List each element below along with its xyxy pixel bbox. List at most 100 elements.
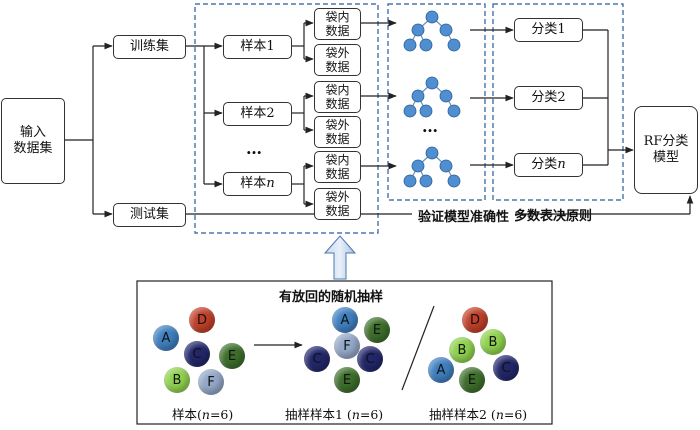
sample-ball-e: E: [459, 367, 485, 393]
sample-ball-b: B: [164, 367, 190, 393]
bag-in-n-box: 袋内数据: [314, 151, 361, 183]
sample-1-suffix: 1: [266, 39, 275, 54]
tree-1: [403, 10, 461, 52]
test-set-box: 测试集: [113, 203, 186, 227]
class-1-suffix: 1: [557, 22, 566, 37]
tree-node: [411, 159, 425, 173]
sample-ball-a: A: [153, 325, 179, 351]
class-2-prefix: 分类: [531, 90, 558, 105]
class-n-box: 分类n: [514, 153, 583, 177]
group3-label-n: n: [495, 407, 504, 422]
class-n-suffix: n: [557, 157, 566, 172]
tree-node: [419, 174, 433, 188]
train-set-box: 训练集: [113, 35, 186, 59]
input-dataset-box: 输入数据集: [1, 98, 65, 184]
classes-dashed-group: [492, 3, 624, 201]
tree-node: [403, 174, 417, 188]
group1-label-text: 样本(: [172, 407, 202, 422]
sample-n-suffix: n: [266, 176, 275, 191]
sample-ball-e: E: [219, 343, 245, 369]
tree-node: [447, 104, 461, 118]
trees-ellipsis: …: [422, 117, 438, 136]
bag-in-n-line1: 袋内: [325, 153, 350, 167]
rf-model-box: RF分类模型: [634, 106, 698, 194]
sample-ball-d: D: [189, 307, 215, 333]
sampling-up-arrow: [323, 235, 357, 280]
train-to-samples: [186, 42, 223, 188]
sampling-frame: [136, 280, 553, 425]
sample-ball-c: C: [184, 341, 210, 367]
verify-label: 验证模型准确性: [412, 206, 516, 225]
classes-to-rf: [583, 29, 634, 166]
tree-node: [439, 89, 453, 103]
rf-line1: RF分类: [643, 134, 689, 149]
bag-in-n-line2: 数据: [325, 167, 350, 181]
vote-label: 多数表决原则: [514, 209, 593, 224]
class-1-prefix: 分类: [531, 22, 558, 37]
group3-label: 抽样样本2 (n=6): [429, 404, 527, 423]
sample-ball-c: C: [304, 346, 330, 372]
test-label: 测试集: [129, 207, 169, 222]
sample-ball-e: E: [364, 317, 390, 343]
group1-label: 样本(n=6): [172, 404, 233, 423]
rf-line2: 模型: [652, 150, 679, 165]
sample-ball-c: C: [357, 346, 383, 372]
sample-1-prefix: 样本: [240, 39, 267, 54]
tree-node: [425, 10, 439, 24]
group3-label-text: 抽样样本2 (: [429, 407, 496, 422]
class-2-suffix: 2: [557, 90, 566, 105]
trees-dashed-group: [387, 3, 486, 201]
sample-2-suffix: 2: [266, 106, 275, 121]
bag-out-1-line2: 数据: [325, 60, 350, 74]
tree-node: [419, 38, 433, 52]
tree-node: [425, 76, 439, 90]
bag-in-2-line2: 数据: [325, 97, 350, 111]
bag-out-2-line1: 袋外: [325, 118, 350, 132]
sample-n-prefix: 样本: [240, 176, 267, 191]
sample-ball-a: A: [428, 357, 454, 383]
sample-ball-e: E: [334, 367, 360, 393]
samples-ellipsis: …: [246, 139, 262, 158]
bag-in-1-line2: 数据: [325, 24, 350, 38]
samples-to-bags: [292, 19, 314, 208]
group2-label-eq: =6): [359, 407, 384, 422]
tree-node: [403, 38, 417, 52]
train-label: 训练集: [129, 39, 169, 54]
sample-2-prefix: 样本: [240, 106, 267, 121]
tree-node: [411, 89, 425, 103]
sample-ball-f: F: [334, 333, 360, 359]
tree-node: [419, 104, 433, 118]
tree-node: [411, 23, 425, 37]
samples-dashed-group: [194, 3, 379, 234]
group2-label: 抽样样本1 (n=6): [285, 404, 383, 423]
group1-label-n: n: [201, 407, 210, 422]
group1-label-eq: =6): [209, 407, 234, 422]
input-connectors: [65, 42, 113, 218]
class-n-prefix: 分类: [531, 157, 558, 172]
sample-ball-c: C: [493, 355, 519, 381]
bags-to-trees: [361, 19, 397, 170]
tree-3: [403, 146, 461, 188]
bag-out-1-box: 袋外数据: [314, 44, 361, 76]
tree-node: [403, 104, 417, 118]
class-1-box: 分类1: [514, 18, 583, 42]
bag-out-n-line1: 袋外: [325, 190, 350, 204]
bag-in-2-box: 袋内数据: [314, 81, 361, 113]
tree-node: [447, 174, 461, 188]
sample-ball-a: A: [332, 307, 358, 333]
bag-out-n-line2: 数据: [325, 204, 350, 218]
tree-node: [439, 23, 453, 37]
tree-node: [425, 146, 439, 160]
input-line2: 数据集: [13, 141, 53, 156]
bag-in-1-line1: 袋内: [325, 10, 350, 24]
bag-out-2-line2: 数据: [325, 132, 350, 146]
sample-ball-d: D: [462, 307, 488, 333]
tree-2: [403, 76, 461, 118]
class-2-box: 分类2: [514, 86, 583, 110]
sample-ball-b: B: [449, 337, 475, 363]
sampling-title: 有放回的随机抽样: [279, 290, 384, 305]
group3-label-eq: =6): [503, 407, 528, 422]
group2-label-text: 抽样样本1 (: [285, 407, 352, 422]
